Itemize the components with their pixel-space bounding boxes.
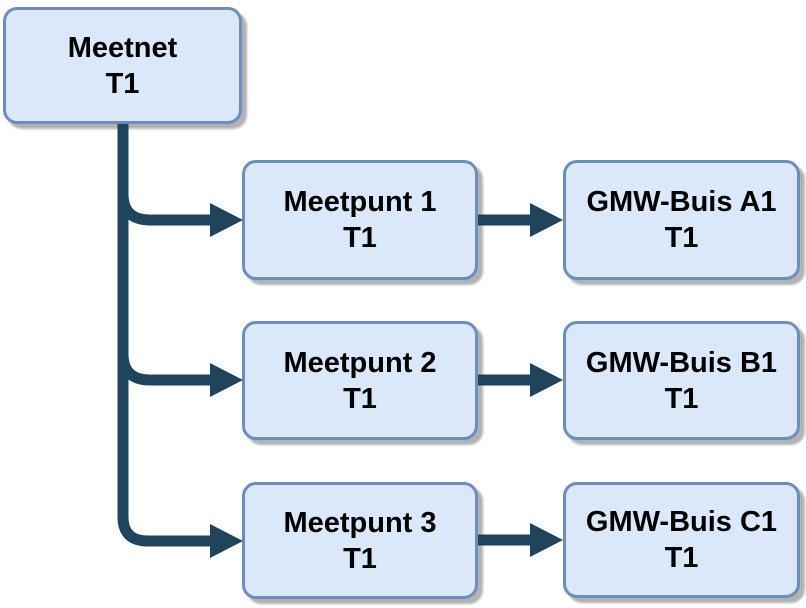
arrowhead-meetpunt-2	[210, 363, 243, 397]
node-title: Meetpunt 1	[283, 186, 437, 218]
node-subtitle: T1	[343, 382, 377, 415]
arrowhead-gmw-a1	[530, 203, 563, 237]
arrowhead-meetpunt-1	[210, 203, 243, 237]
node-title: GMW-Buis B1	[585, 346, 778, 379]
node-subtitle: T1	[105, 67, 140, 100]
node-title: Meetpunt 3	[283, 506, 437, 539]
arrowhead-gmw-c1	[530, 523, 563, 557]
node-gmw-buis-c1: GMW-Buis C1 T1	[563, 482, 800, 598]
node-meetpunt-3: Meetpunt 3 T1	[242, 482, 478, 599]
edge-meetnet-meetpunt-3	[117, 124, 212, 547]
node-meetpunt-2: Meetpunt 2 T1	[242, 321, 478, 440]
node-title: GMW-Buis C1	[585, 506, 778, 538]
node-title: Meetnet	[67, 31, 178, 64]
node-title: Meetpunt 2	[283, 346, 437, 379]
node-subtitle: T1	[343, 542, 377, 575]
node-gmw-buis-b1: GMW-Buis B1 T1	[563, 321, 800, 440]
node-subtitle: T1	[664, 542, 699, 574]
edge-meetnet-meetpunt-2	[117, 353, 212, 386]
node-subtitle: T1	[343, 222, 377, 254]
edge-meetnet-meetpunt-1	[117, 193, 212, 226]
node-gmw-buis-a1: GMW-Buis A1 T1	[563, 160, 800, 280]
node-subtitle: T1	[664, 222, 699, 254]
arrowhead-gmw-b1	[530, 363, 563, 397]
node-subtitle: T1	[664, 382, 699, 415]
node-meetnet: Meetnet T1	[3, 7, 242, 124]
arrowhead-meetpunt-3	[210, 524, 243, 558]
node-title: GMW-Buis A1	[586, 186, 777, 218]
node-meetpunt-1: Meetpunt 1 T1	[242, 160, 478, 280]
